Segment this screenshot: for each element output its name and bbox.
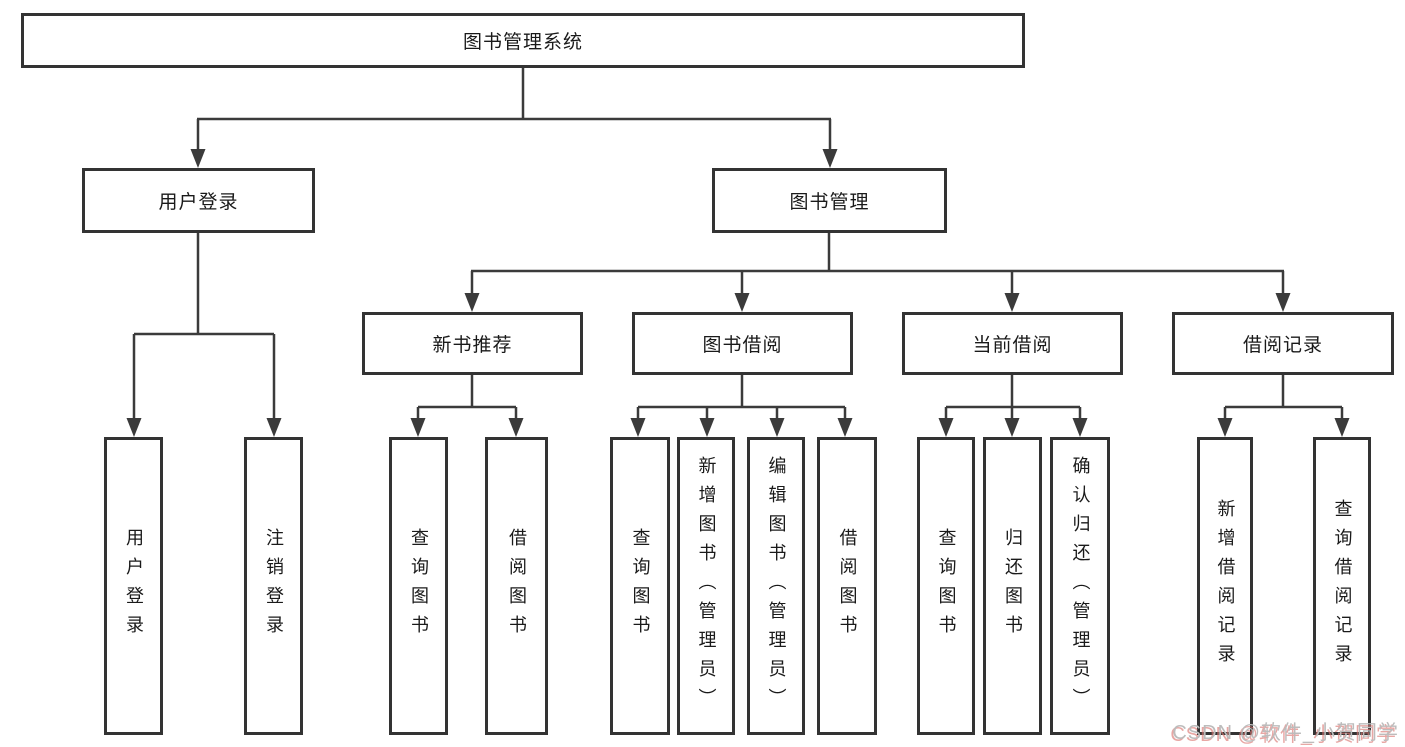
node-library-management-system: 图书管理系统 [21,13,1025,68]
leaf-label: 新增借阅记录 [1215,499,1236,673]
leaf-borrow-books: 借阅图书 [817,437,877,735]
leaf-query-books-recommend: 查询图书 [389,437,448,735]
leaf-query-books-borrow: 查询图书 [610,437,670,735]
leaf-return-books: 归还图书 [983,437,1042,735]
node-label: 图书管理系统 [462,32,583,53]
node-label: 新书推荐 [432,335,513,356]
leaf-label: 借阅图书 [837,528,858,644]
node-current-borrowing: 当前借阅 [902,312,1123,375]
leaf-user-login: 用户登录 [104,437,163,735]
node-label: 图书借阅 [702,335,783,356]
leaf-label: 用户登录 [123,528,144,644]
leaf-edit-books-admin: 编辑图书（管理员） [747,437,805,735]
node-book-management: 图书管理 [712,168,947,233]
node-book-borrowing: 图书借阅 [632,312,853,375]
leaf-label: 归还图书 [1002,528,1023,644]
leaf-label: 编辑图书（管理员） [766,455,787,717]
node-new-book-recommend: 新书推荐 [362,312,583,375]
node-borrow-records: 借阅记录 [1172,312,1394,375]
leaf-borrow-books-recommend: 借阅图书 [485,437,548,735]
leaf-label: 确认归还（管理员） [1070,455,1091,717]
leaf-add-borrow-record: 新增借阅记录 [1197,437,1253,735]
node-user-login: 用户登录 [82,168,315,233]
leaf-label: 查询图书 [936,528,957,644]
node-label: 借阅记录 [1242,335,1323,356]
leaf-label: 查询图书 [630,528,651,644]
leaf-label: 查询借阅记录 [1332,499,1353,673]
node-label: 用户登录 [158,192,239,213]
node-label: 当前借阅 [972,335,1053,356]
leaf-label: 查询图书 [408,528,429,644]
leaf-query-books-current: 查询图书 [917,437,975,735]
leaf-label: 注销登录 [263,528,284,644]
leaf-confirm-return-admin: 确认归还（管理员） [1050,437,1110,735]
leaf-logout: 注销登录 [244,437,303,735]
leaf-label: 借阅图书 [506,528,527,644]
leaf-label: 新增图书（管理员） [696,455,717,717]
leaf-query-borrow-record: 查询借阅记录 [1313,437,1371,735]
node-label: 图书管理 [789,192,870,213]
leaf-add-books-admin: 新增图书（管理员） [677,437,735,735]
